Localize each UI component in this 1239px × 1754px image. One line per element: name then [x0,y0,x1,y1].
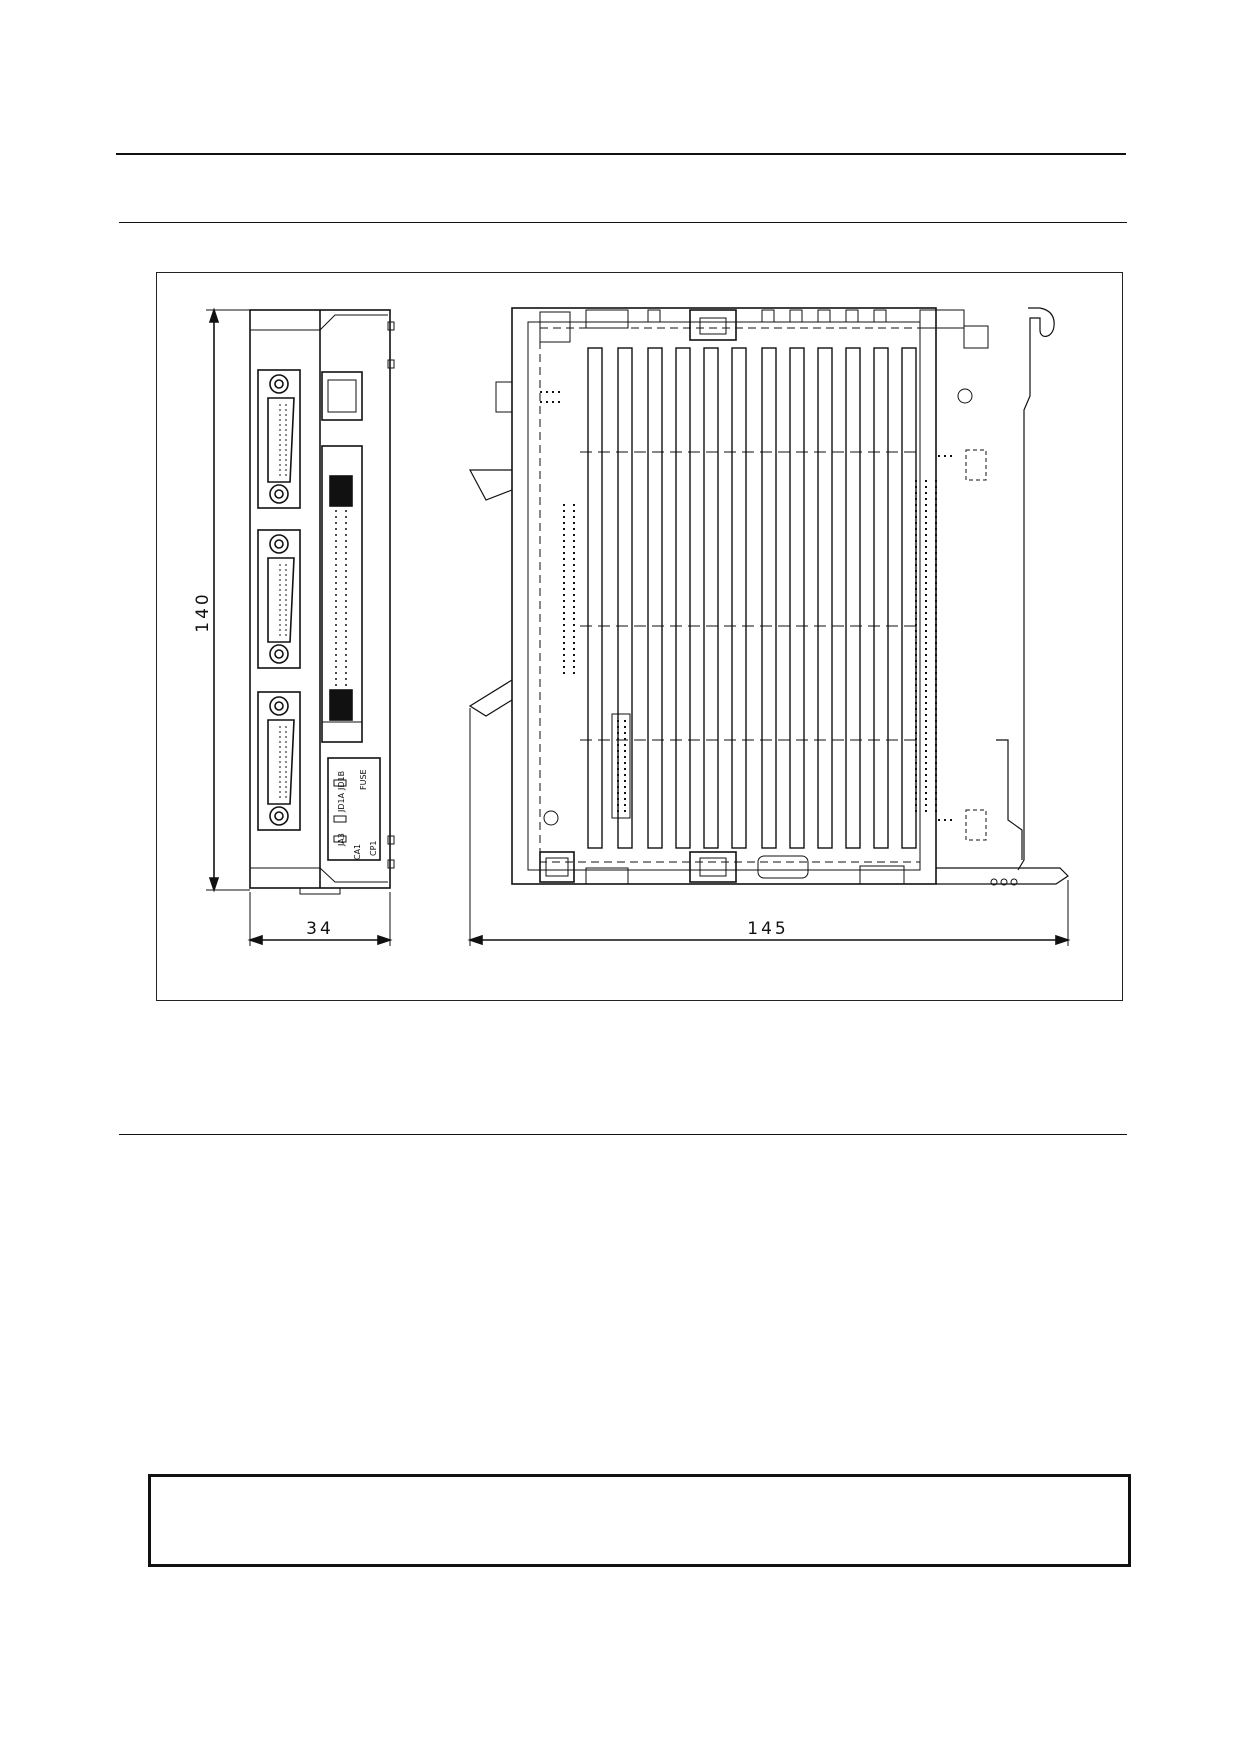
dsub-connector-2 [257,529,301,669]
height-dimension [206,307,250,893]
dim-height-label: 140 [193,591,213,632]
width-dimension-side [247,892,393,946]
label-jd1a: JD1A [337,792,346,813]
label-ca1: CA1 [353,844,362,860]
note-box [148,1474,1131,1567]
width-dimension-front [467,708,1071,946]
front-view [468,307,1069,886]
drawing-frame [156,272,1123,1001]
section-rule [119,1134,1127,1135]
label-fuse: FUSE [359,769,368,790]
header-rule-bottom [119,222,1127,223]
dim-side-width-label: 34 [306,919,334,939]
label-jd1b: JD1B [337,771,346,791]
header-rule-top [116,153,1126,155]
dsub-connector-1 [257,369,301,509]
ribbon-header [321,445,363,743]
dim-front-width-label: 145 [747,919,788,939]
label-ja3: JA3 [337,833,346,847]
dsub-connector-3 [257,691,301,831]
side-view [249,309,395,895]
label-cp1: CP1 [369,841,378,857]
